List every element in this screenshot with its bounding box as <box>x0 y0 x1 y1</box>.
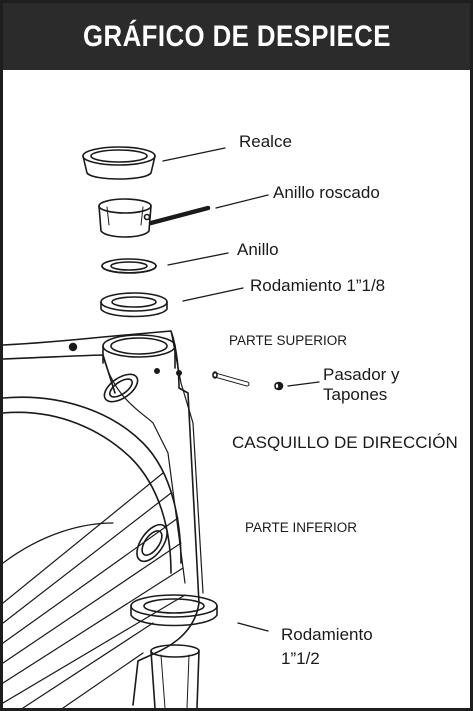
headset-exploded-diagram <box>3 146 320 708</box>
anillo-roscado-part-icon <box>98 198 211 238</box>
label-rodamiento-superior: Rodamiento 1”1/8 <box>250 276 386 295</box>
label-anillo-roscado: Anillo roscado <box>273 183 380 202</box>
label-anillo: Anillo <box>237 240 279 259</box>
lower-cup-part-icon <box>150 644 200 708</box>
pasador-tapones-part-icon <box>212 371 284 391</box>
label-casquillo: CASQUILLO DE DIRECCIÓN <box>232 433 458 452</box>
rodamiento-inferior-part-icon <box>130 594 218 627</box>
bicycle-frame-drawing <box>3 330 204 708</box>
label-pasador-line2: Tapones <box>323 385 388 404</box>
label-realce: Realce <box>239 132 292 151</box>
header-bar: GRÁFICO DE DESPIECE <box>3 3 470 70</box>
leader-lines <box>162 147 320 632</box>
realce-part-icon <box>82 146 156 180</box>
label-rodamiento-inferior-line1: Rodamiento <box>281 625 373 644</box>
label-parte-superior: PARTE SUPERIOR <box>229 333 348 348</box>
label-rodamiento-inferior-line2: 1”1/2 <box>281 649 320 668</box>
anillo-part-icon <box>101 258 157 274</box>
page-title: GRÁFICO DE DESPIECE <box>82 19 391 53</box>
label-pasador-line1: Pasador y <box>323 365 400 384</box>
rodamiento-superior-part-icon <box>100 292 168 318</box>
label-parte-inferior: PARTE INFERIOR <box>245 520 358 535</box>
